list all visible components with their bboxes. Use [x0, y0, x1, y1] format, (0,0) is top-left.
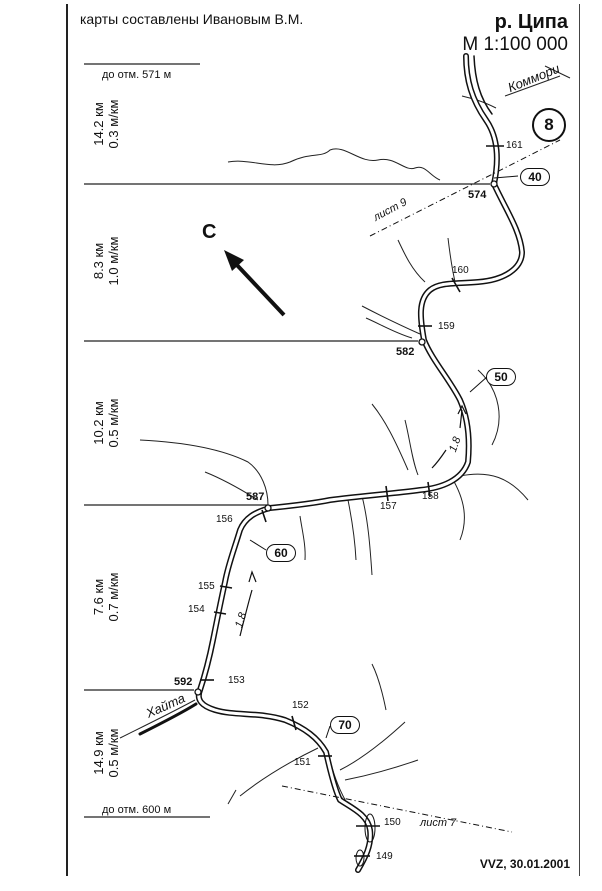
segment-length: 10.2 км — [91, 401, 106, 445]
elevation-points — [194, 180, 498, 696]
sheet-number-badge: 8 — [532, 108, 566, 142]
elevation-592: 592 — [174, 676, 193, 688]
elevation-574: 574 — [468, 189, 487, 201]
elevation-582: 582 — [396, 346, 415, 358]
km-marker: 158 — [422, 491, 439, 502]
km-marker: 154 — [188, 604, 205, 615]
segment-label: 8.3 км 1.0 м/км — [91, 211, 121, 311]
segment-label: 7.6 км 0.7 м/км — [91, 547, 121, 647]
segment-length: 14.9 км — [91, 731, 106, 775]
author-signature: VVZ, 30.01.2001 — [479, 857, 570, 871]
current-arrows — [239, 404, 467, 637]
map-scale: М 1:100 000 — [462, 34, 568, 55]
route-badge: 50 — [486, 368, 516, 386]
km-marker: 151 — [294, 757, 311, 768]
segment-slope: 0.5 м/км — [106, 728, 121, 778]
route-badge: 70 — [330, 716, 360, 734]
segment-length: 14.2 км — [91, 102, 106, 146]
segment-slope: 0.5 м/км — [106, 398, 121, 448]
sheet-boundaries — [281, 139, 561, 833]
elevation-587: 587 — [246, 491, 265, 503]
segment-length: 7.6 км — [91, 578, 106, 616]
route-badge: 40 — [520, 168, 550, 186]
north-arrow — [224, 250, 286, 317]
main-river — [138, 53, 525, 873]
km-marker: 150 — [384, 817, 401, 828]
segment-length: 8.3 км — [91, 242, 106, 280]
river-name: р. Ципа — [494, 11, 568, 33]
segment-label: 14.9 км 0.5 м/км — [91, 703, 121, 803]
segment-slope: 1.0 м/км — [106, 236, 121, 286]
km-marker: 156 — [216, 514, 233, 525]
km-marker: 155 — [198, 581, 215, 592]
km-marker: 149 — [376, 851, 393, 862]
km-marker: 161 — [506, 140, 523, 151]
km-marker: 157 — [380, 501, 397, 512]
segment-slope: 0.3 м/км — [106, 99, 121, 149]
sheet-ref-south: лист 7 — [420, 817, 457, 829]
level-top-label: до отм. 571 м — [102, 69, 172, 81]
islands — [355, 813, 376, 867]
km-ticks — [200, 145, 504, 857]
author-credit: карты составлены Ивановым В.М. — [80, 11, 304, 27]
segment-dividers — [84, 63, 490, 818]
north-label: С — [202, 221, 217, 243]
km-marker: 153 — [228, 675, 245, 686]
km-marker: 160 — [452, 265, 469, 276]
segment-label: 10.2 км 0.5 м/км — [91, 373, 121, 473]
map-frame — [66, 4, 580, 876]
km-marker: 152 — [292, 700, 309, 711]
badge-leaders — [249, 175, 519, 739]
route-badge: 60 — [266, 544, 296, 562]
segment-label: 14.2 км 0.3 м/км — [91, 74, 121, 174]
level-bottom-label: до отм. 600 м — [102, 804, 172, 816]
km-marker: 159 — [438, 321, 455, 332]
segment-slope: 0.7 м/км — [106, 572, 121, 622]
